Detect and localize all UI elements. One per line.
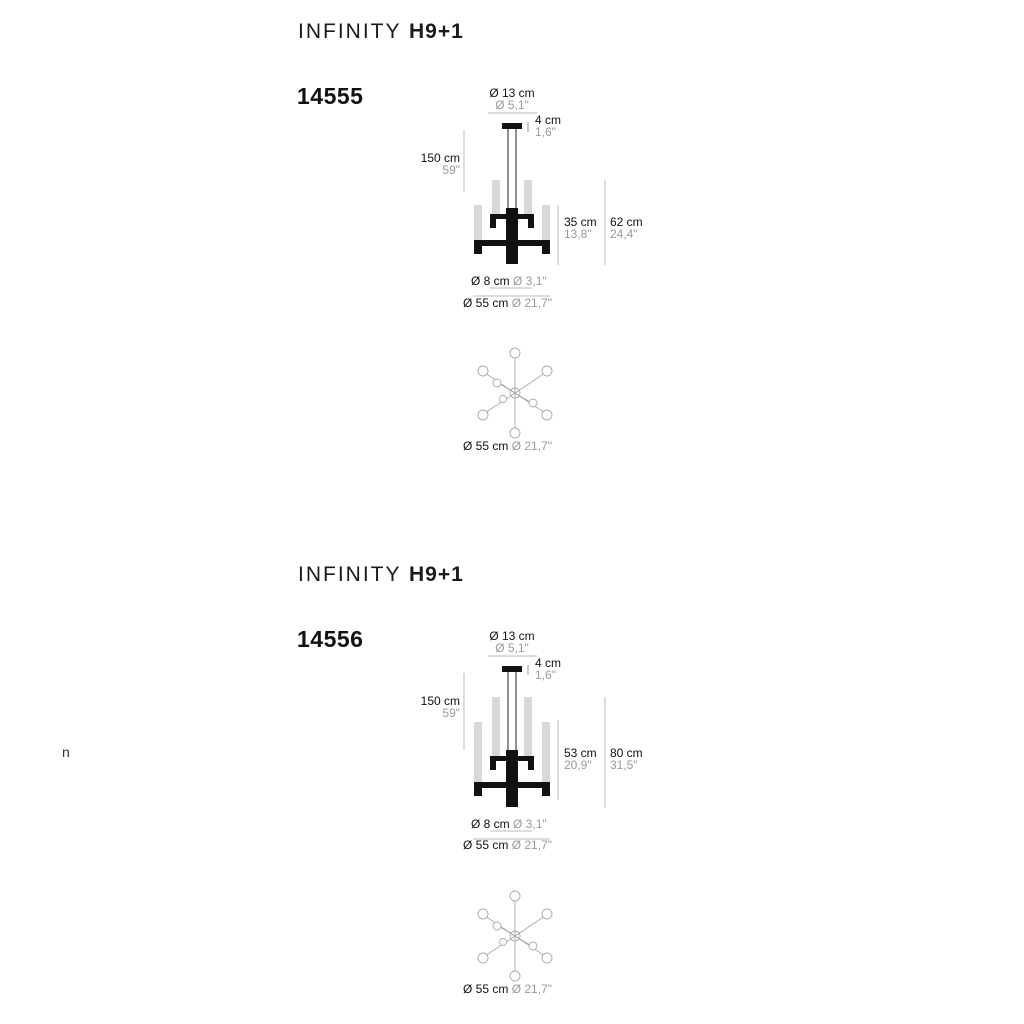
glass-tube: [524, 697, 532, 759]
cable-length-label: 150 cm 59": [420, 151, 460, 177]
top-view-diameter-label: Ø 55 cm Ø 21,7": [463, 982, 552, 996]
glass-tube: [542, 205, 550, 243]
center-diameter-label: Ø 8 cm Ø 3,1": [471, 274, 547, 288]
center-stem: [506, 208, 518, 264]
canopy-diameter-label: Ø 13 cm Ø 5,1": [489, 86, 535, 112]
top-view-diameter-label: Ø 55 cm Ø 21,7": [463, 439, 552, 453]
side-view-drawing: [463, 655, 606, 840]
title-bold: H9+1: [408, 20, 464, 43]
cable-length-label: 150 cm 59": [420, 694, 460, 720]
title-light: INFINITY: [298, 20, 402, 43]
center-stem: [506, 750, 518, 807]
body-height-label: 80 cm 31,5": [610, 746, 643, 772]
body-height-label: 62 cm 24,4": [610, 215, 643, 241]
total-diameter-label: Ø 55 cm Ø 21,7": [463, 838, 552, 852]
glass-tube: [492, 180, 500, 215]
side-view-drawing: [463, 112, 606, 297]
product-title: INFINITY H9+1: [298, 563, 464, 587]
center-diameter-label: Ø 8 cm Ø 3,1": [471, 817, 547, 831]
title-bold: H9+1: [408, 563, 464, 586]
top-view-drawing: [477, 890, 553, 982]
glass-tube: [474, 722, 482, 784]
canopy-height-label: 4 cm 1,6": [535, 113, 562, 139]
product-code: 14556: [297, 626, 364, 652]
glass-tube: [492, 697, 500, 759]
glass-tube: [524, 180, 532, 215]
glass-tube: [542, 722, 550, 784]
top-view-drawing: [477, 347, 553, 439]
tube-height-label: 53 cm 20,9": [564, 746, 597, 772]
canopy: [502, 666, 522, 672]
canopy-diameter-label: Ø 13 cm Ø 5,1": [489, 629, 535, 655]
glass-tube: [474, 205, 482, 243]
canopy: [502, 123, 522, 129]
tube-height-label: 35 cm 13,8": [564, 215, 597, 241]
canopy-height-label: 4 cm 1,6": [535, 656, 562, 682]
margin-character: n: [62, 744, 70, 760]
title-light: INFINITY: [298, 563, 402, 586]
product-title: INFINITY H9+1: [298, 20, 464, 44]
product-code: 14555: [297, 83, 364, 109]
total-diameter-label: Ø 55 cm Ø 21,7": [463, 296, 552, 310]
